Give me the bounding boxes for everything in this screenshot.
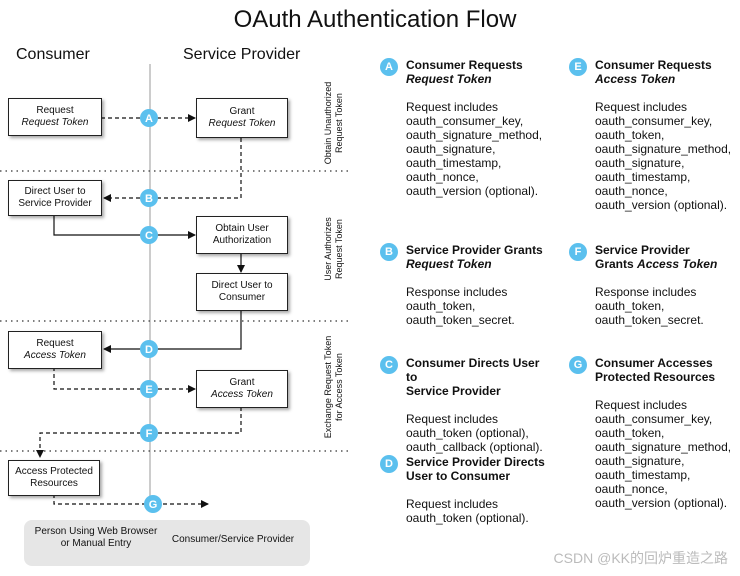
badge-c: C [140,226,158,244]
diagram-title: OAuth Authentication Flow [233,6,517,33]
step-g-badge: G [569,356,587,374]
badge-a: A [140,109,158,127]
watermark: CSDN @KK的回炉重造之路 [553,550,728,566]
svg-text:A: A [145,113,153,125]
arrow-b [103,138,242,202]
access-protected-resources-box: Access Protected Resources [8,460,100,496]
request-request-token-box: Request Request Token [8,98,102,136]
step-b-badge: B [380,243,398,261]
grant-request-token-box: Grant Request Token [196,98,288,138]
badge-f: F [140,424,158,442]
obtain-user-authorization-box: Obtain User Authorization [196,216,288,254]
step-a-badge: A [380,58,398,76]
svg-text:G: G [149,499,158,511]
direct-user-to-provider-box: Direct User to Service Provider [8,180,102,216]
svg-text:F: F [146,428,153,440]
consumer-column-header: Consumer [16,46,90,63]
badge-e: E [140,380,158,398]
legend [24,520,310,566]
svg-text:B: B [145,193,153,205]
step-c-badge: C [380,356,398,374]
svg-text:C: C [145,230,153,242]
arrow-c [53,214,196,239]
request-access-token-box: Request Access Token [8,331,102,369]
step-e-badge: E [569,58,587,76]
badge-b: B [140,189,158,207]
badge-d: D [140,340,158,358]
provider-column-header: Service Provider [183,46,301,63]
arrow-e [53,367,196,393]
grant-access-token-box: Grant Access Token [196,370,288,408]
legend-dashed-label: Consumer/Service Provider [171,534,295,545]
direct-user-to-consumer-box: Direct User to Consumer [196,273,288,311]
step-d-badge: D [380,455,398,473]
badge-g: G [144,495,162,513]
svg-text:E: E [145,384,152,396]
svg-text:D: D [145,344,153,356]
arrow-d [103,309,242,353]
step-f-badge: F [569,243,587,261]
